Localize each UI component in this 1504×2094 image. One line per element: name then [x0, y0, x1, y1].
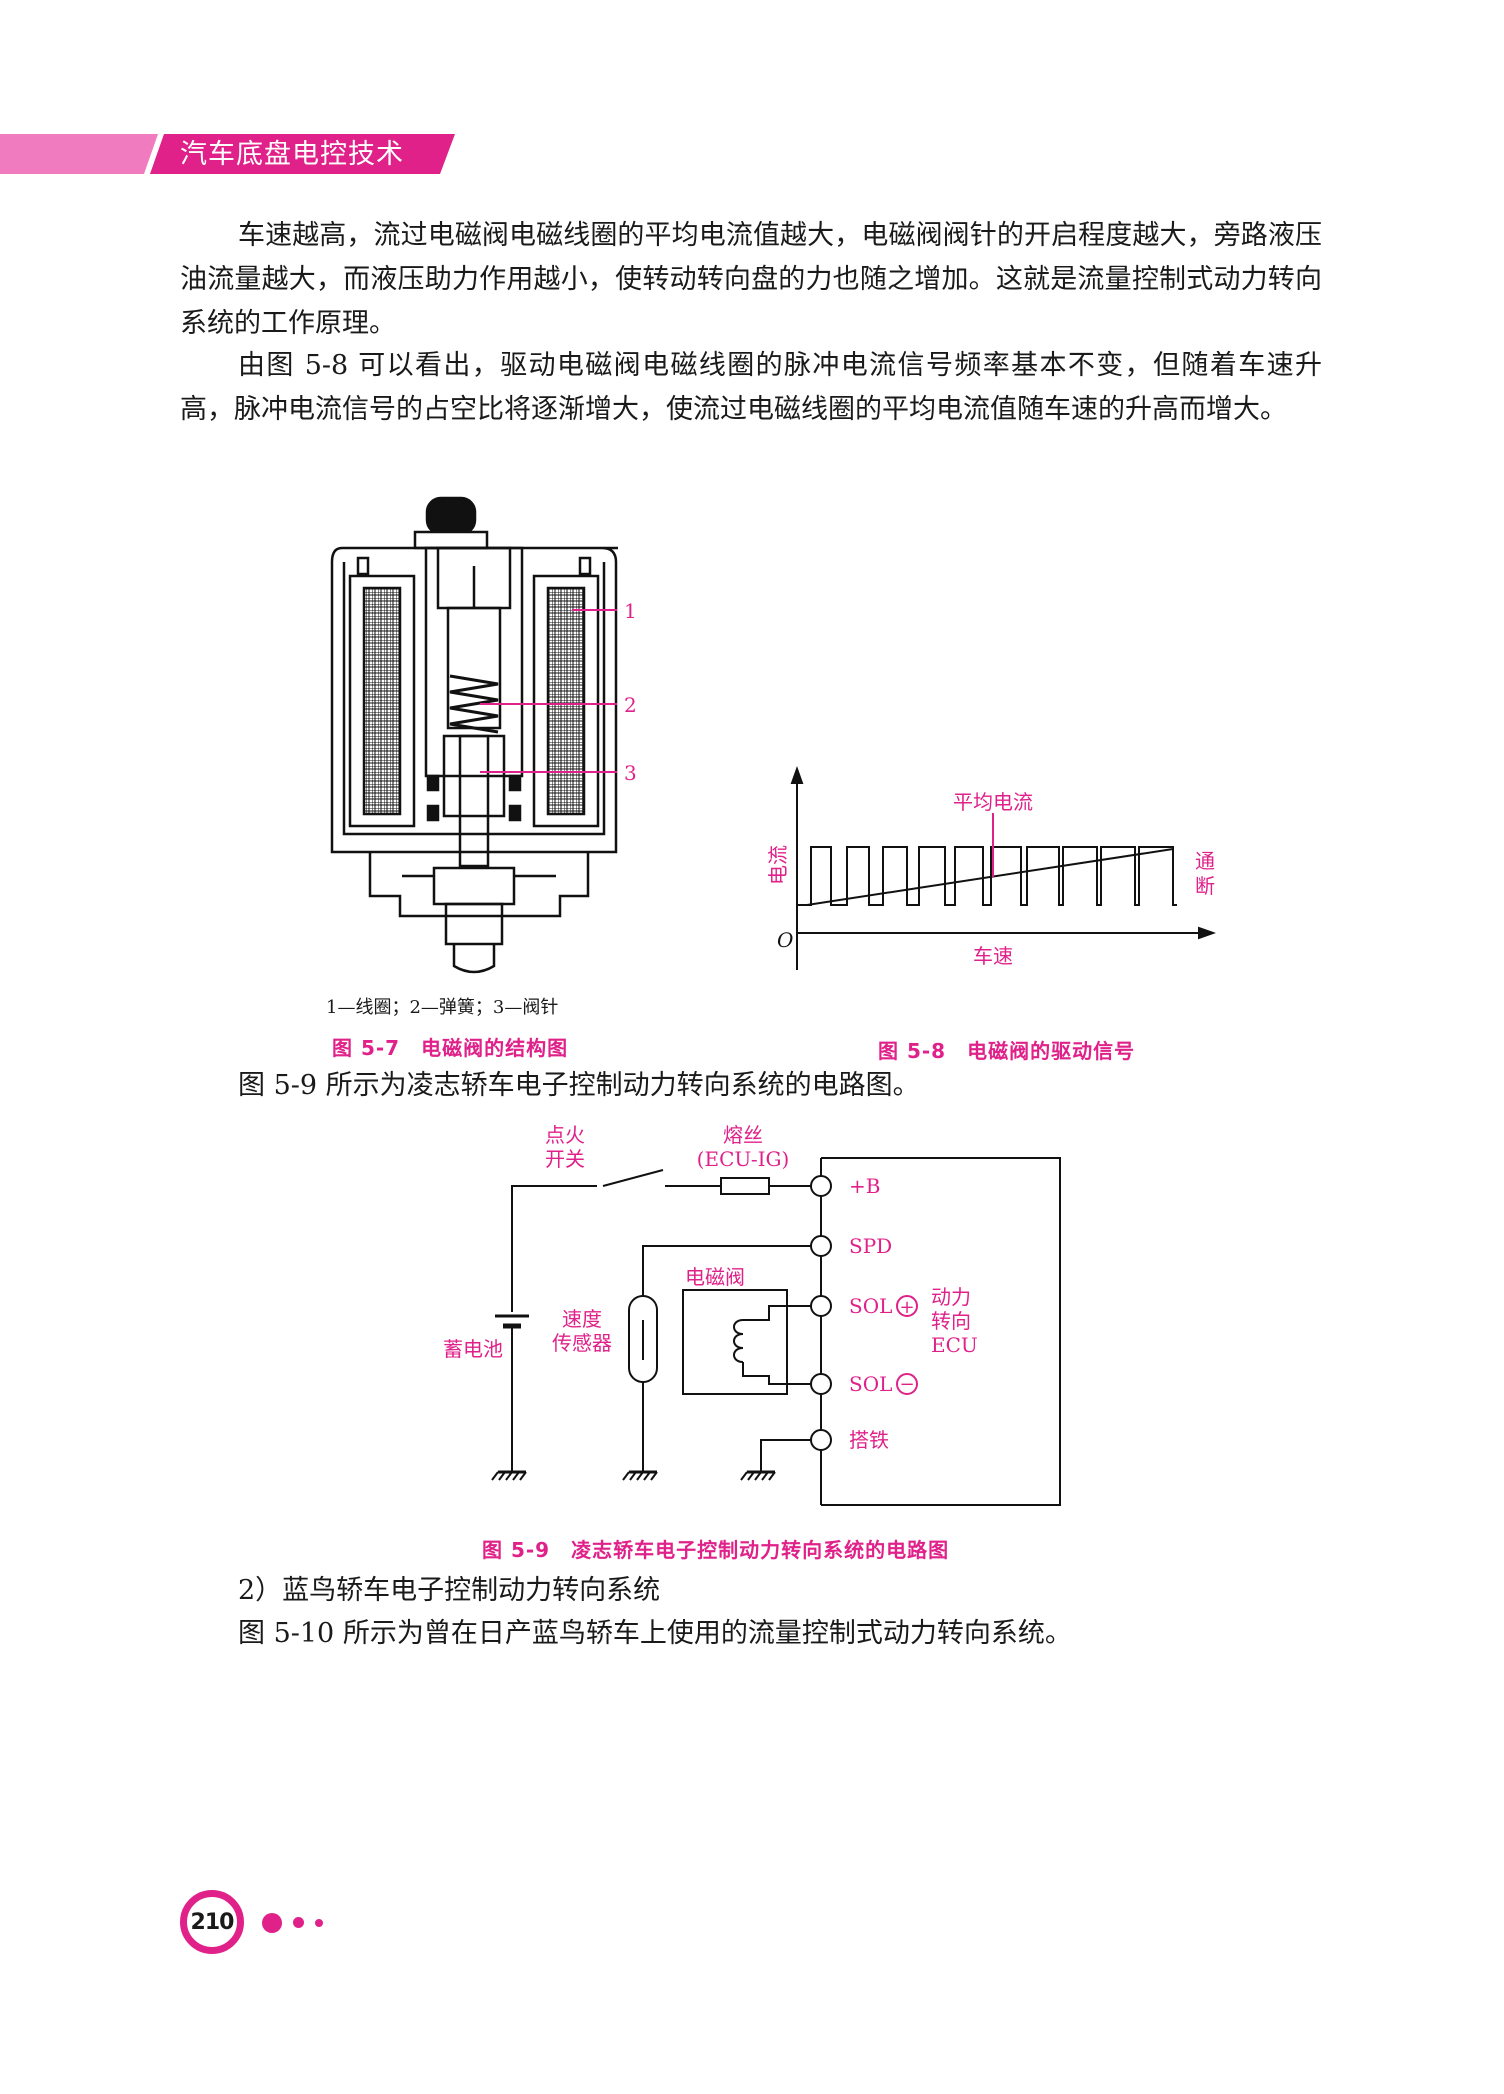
terminal-label: 搭铁: [849, 1428, 889, 1452]
average-current-label: 平均电流: [953, 790, 1033, 814]
terminal-label: SPD: [849, 1234, 892, 1258]
ecu-label: 动力: [931, 1285, 971, 1309]
battery-feed-wire: [511, 1185, 597, 1312]
figure-caption: 图 5-8 电磁阀的驱动信号: [878, 1039, 1136, 1063]
body-line: 图 5-10 所示为曾在日产蓝鸟轿车上使用的流量控制式动力转向系统。: [238, 1618, 1072, 1649]
body-paragraph: 由图 5-8 可以看出，驱动电磁阀电磁线圈的脉冲电流信号频率基本不变，但随着车速…: [180, 350, 1322, 425]
ground-symbol: [491, 1470, 527, 1481]
terminal-label: SOL: [849, 1294, 892, 1318]
page-number-badge: 210: [180, 1890, 244, 1954]
callout-number: 2: [624, 693, 637, 717]
spd-wire: [642, 1245, 811, 1296]
speed-sensor-label: 速度: [562, 1307, 602, 1331]
solenoid-box: [682, 1289, 788, 1395]
header-band: [0, 134, 455, 174]
terminal-sol-plus: [810, 1295, 832, 1317]
fuse-label: 熔丝: [723, 1123, 763, 1147]
plus-sign: +: [899, 1297, 914, 1318]
ignition-switch-label: 点火: [545, 1123, 585, 1147]
on-label: 通: [1195, 849, 1215, 873]
ecu-label: ECU: [931, 1333, 978, 1357]
solenoid-coil: [733, 1319, 744, 1363]
off-label: 断: [1195, 874, 1215, 898]
circuit-diagram-figure: 点火 开关 熔丝 (ECU-IG) 蓄电池 速度 传感器 电磁阀 +B SPD …: [443, 1123, 1061, 1506]
page-number: 210: [190, 1909, 235, 1935]
figure-caption: 图 5-9 凌志轿车电子控制动力转向系统的电路图: [482, 1538, 950, 1562]
ground-symbol: [622, 1470, 658, 1481]
y-axis-label: 电流: [766, 845, 790, 885]
minus-sign: −: [899, 1374, 914, 1395]
callout-number: 1: [624, 599, 637, 623]
ignition-switch: [602, 1169, 664, 1187]
ecu-label: 转向: [931, 1309, 971, 1333]
terminal-spd: [810, 1235, 832, 1257]
running-header-title: 汽车底盘电控技术: [180, 139, 404, 170]
decorative-dot: [315, 1919, 323, 1927]
ecu-box: [821, 1157, 1061, 1506]
speed-sensor-label: 传感器: [552, 1331, 612, 1355]
terminal-label: SOL: [849, 1372, 892, 1396]
ecu-ground-wire: [760, 1439, 811, 1472]
origin-label: O: [777, 928, 793, 952]
ignition-switch-label: 开关: [545, 1147, 585, 1171]
fuse: [720, 1177, 770, 1195]
decorative-dot: [262, 1913, 282, 1933]
terminal-label: +B: [849, 1174, 880, 1198]
solenoid-valve-structure-figure: 1 2 3: [330, 496, 637, 974]
minus-sign-circle: [896, 1373, 918, 1395]
x-axis-label: 车速: [973, 944, 1013, 968]
terminal-plus-b: [810, 1175, 832, 1197]
subsection-heading: 2）蓝鸟轿车电子控制动力转向系统: [238, 1575, 661, 1606]
valve-drawing: [330, 496, 618, 974]
figure-caption: 图 5-7 电磁阀的结构图: [332, 1036, 569, 1060]
fuse-label: (ECU-IG): [697, 1147, 790, 1171]
decorative-dot: [293, 1917, 304, 1928]
solenoid-label: 电磁阀: [685, 1265, 745, 1289]
callout-number: 3: [624, 761, 637, 785]
figure-legend: 1—线圈；2—弹簧；3—阀针: [326, 997, 559, 1018]
ground-symbol: [740, 1470, 776, 1481]
terminal-sol-minus: [810, 1373, 832, 1395]
drive-signal-figure: 平均电流 电流 O 车速 通 断: [766, 766, 1216, 970]
pulse-waveform: [797, 846, 1177, 906]
battery-label: 蓄电池: [443, 1337, 503, 1361]
body-paragraph: 车速越高，流过电磁阀电磁线圈的平均电流值越大，电磁阀阀针的开启程度越大，旁路液压…: [180, 220, 1322, 339]
terminal-ground: [810, 1429, 832, 1451]
plus-sign-circle: [896, 1295, 918, 1317]
average-current-line: [806, 848, 1174, 906]
body-line: 图 5-9 所示为凌志轿车电子控制动力转向系统的电路图。: [238, 1070, 920, 1101]
